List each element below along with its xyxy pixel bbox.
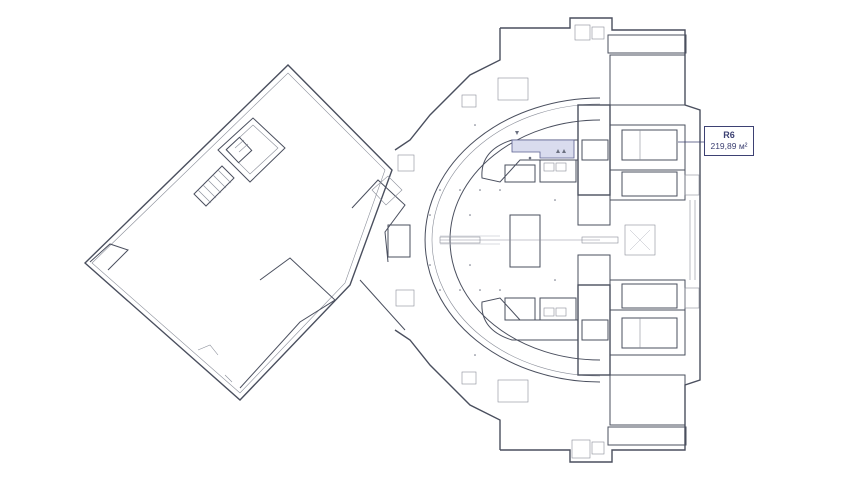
atrium [439, 139, 619, 341]
unit-area: 219,89 м² [710, 141, 748, 151]
core-rooms [504, 159, 577, 321]
unit-r6-area[interactable] [511, 131, 575, 160]
east-rooms-lower [577, 254, 700, 446]
perimeter-rooms [461, 24, 605, 459]
main-building [394, 17, 701, 463]
west-wing [83, 64, 393, 401]
roof-structure [193, 117, 286, 207]
connector [351, 154, 415, 331]
unit-code: R6 [723, 130, 735, 140]
column-grid [429, 124, 556, 356]
east-rooms-upper [577, 34, 700, 226]
east-lobby [624, 200, 696, 280]
unit-label[interactable]: R6 219,89 м² [704, 126, 754, 156]
